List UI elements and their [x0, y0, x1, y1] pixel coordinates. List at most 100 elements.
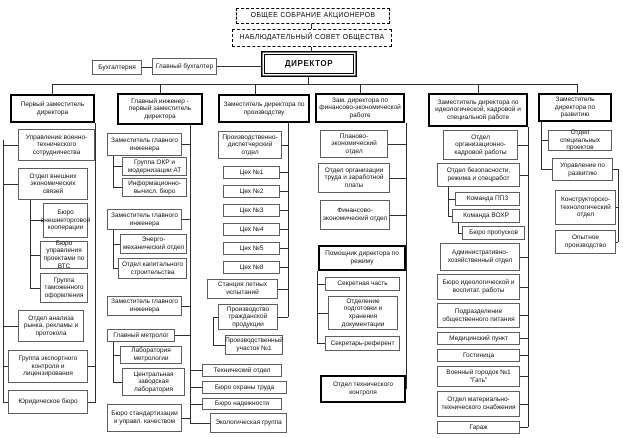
connector-line: [160, 85, 161, 93]
col5-item-garage: Гараж: [437, 421, 520, 434]
connector-line: [113, 166, 122, 167]
connector-line: [541, 122, 542, 169]
box-director: ДИРЕКТОР: [264, 54, 354, 74]
connector-line: [448, 187, 449, 216]
connector-line: [577, 85, 578, 93]
col2-item-deputy-chief-engineer-1: Заместитель главного инженера: [107, 133, 182, 156]
connector-line: [255, 85, 256, 94]
connector-line: [616, 242, 618, 243]
connector-line: [3, 145, 18, 146]
col3-item-shop-5: Цех №5: [223, 242, 280, 255]
connector-line: [280, 229, 288, 230]
col2-item-chief-metrologist: Главный метролог: [107, 329, 175, 342]
connector-line: [88, 366, 95, 367]
col3-item-shop-4: Цех №4: [223, 223, 280, 236]
col5-item-material-supply: Отдел материально-технического снабжения: [437, 391, 520, 417]
col2-item-deputy-chief-engineer-3: Заместитель главного инженера: [107, 296, 182, 316]
col3-item-shop-8: Цех №8: [223, 261, 280, 274]
connector-line: [190, 370, 202, 371]
connector-line: [113, 268, 118, 269]
connector-line: [213, 317, 218, 318]
connector-line: [182, 219, 190, 220]
col4-item-labor-wages: Отдел организации труда и заработной пла…: [318, 163, 390, 193]
col3-item-dispatch-dept: Производственно-диспетчерский отдел: [218, 131, 282, 159]
col3-item-civil-production: Производство гражданской продукции: [218, 304, 278, 330]
connector-line: [30, 220, 43, 221]
connector-line: [213, 317, 214, 345]
regime-item-secretary: Секретарь-референт: [325, 336, 400, 351]
col5-item-ppz-team: Команда ППЗ: [455, 192, 520, 206]
connector-line: [528, 127, 529, 427]
connector-line: [52, 85, 53, 94]
connector-line: [113, 382, 122, 383]
connector-line: [390, 215, 406, 216]
connector-line: [113, 342, 114, 382]
connector-line: [388, 144, 406, 145]
connector-line: [182, 418, 190, 419]
col2-item-metrology-lab: Лаборатория метрологии: [120, 346, 182, 364]
col1-item-legal-bureau: Юридическое бюро: [8, 390, 88, 414]
col1-item-foreign-trade-bureau: Бюро внешнеторговой кооперации: [41, 203, 90, 238]
service-technical-dept: Технический отдел: [202, 364, 282, 377]
connector-line: [278, 289, 288, 290]
connector-line: [3, 326, 18, 327]
col1-item-market-analysis: Отдел анализа рынка, рекламы и протокола: [18, 310, 84, 342]
connector-line: [113, 244, 120, 245]
connector-line: [478, 85, 479, 93]
col1-header: Первый заместитель директора: [10, 94, 95, 123]
connector-line: [190, 125, 191, 423]
connector-line: [616, 207, 618, 208]
box-supervisory-board: НАБЛЮДАТЕЛЬНЫЙ СОВЕТ ОБЩЕСТВА: [232, 29, 392, 47]
col4-item-finance-economic: Финансово-экономический отдел: [320, 200, 390, 230]
col3-item-flight-test-station: Станция летных испытаний: [207, 279, 278, 299]
connector-line: [278, 317, 288, 318]
connector-line: [458, 223, 459, 233]
service-ecology-group: Экологическая группа: [210, 413, 287, 433]
col5-item-medical-point: Медицинский пункт: [437, 332, 520, 345]
col2-item-central-factory-lab: Центральная заводская лаборатория: [122, 368, 185, 396]
service-labor-safety-bureau: Бюро охраны труда: [202, 381, 287, 394]
connector-line: [3, 140, 4, 403]
col5-item-org-personnel: Отдел организационно-кадровой работы: [443, 130, 518, 160]
connector-line: [448, 199, 455, 200]
col3-item-shop-1: Цех №1: [223, 166, 280, 179]
connector-line: [518, 145, 528, 146]
col1-item-vts-projects-bureau: Бюро управления проектами по ВТС: [40, 240, 88, 270]
regime-item-secret-unit: Секретная часть: [325, 277, 400, 291]
connector-line: [520, 427, 528, 428]
col5-item-catering: Подразделение общественного питания: [437, 303, 520, 328]
connector-line: [458, 233, 462, 234]
connector-line: [282, 145, 288, 146]
connector-line: [448, 216, 452, 217]
box-accounting: Бухгалтерия: [92, 60, 142, 75]
col5-item-security-dept: Отдел безопасности, режима и спецработ: [437, 163, 520, 187]
col1-item-export-control: Группа экспортного контроля и лицензиров…: [8, 350, 88, 383]
col6-item-development-dept: Управление по развитию: [552, 158, 613, 181]
col3-item-production-site-1: Производственный участок №1: [225, 335, 283, 355]
connector-line: [520, 315, 528, 316]
col2-item-capital-construction: Отдел капитального строительства: [118, 258, 187, 279]
connector-line: [406, 123, 407, 389]
col1-item-foreign-economic-relations: Отдел внешних экономических связей: [18, 168, 88, 200]
connector-line: [520, 338, 528, 339]
connector-line: [541, 169, 552, 170]
connector-line: [190, 423, 210, 424]
connector-line: [317, 271, 318, 343]
connector-line: [182, 306, 190, 307]
col2-item-deputy-chief-engineer-2: Заместитель главного инженера: [107, 209, 182, 230]
connector-line: [520, 355, 528, 356]
col5-item-pass-bureau: Бюро пропусков: [462, 226, 525, 240]
connector-line: [317, 284, 325, 285]
connector-line: [280, 267, 288, 268]
connector-line: [52, 84, 578, 85]
connector-line: [541, 140, 548, 141]
connector-line: [113, 156, 114, 187]
connector-line: [3, 366, 8, 367]
connector-line: [280, 248, 288, 249]
connector-line: [520, 404, 528, 405]
col6-item-pilot-production: Опытное производство: [555, 230, 616, 254]
technical-control-dept: Отдел технического контроля: [320, 375, 406, 403]
box-general-meeting: ОБЩЕЕ СОБРАНИЕ АКЦИОНЕРОВ: [236, 8, 390, 24]
connector-line: [30, 288, 40, 289]
regime-item-documentation: Отделение подготовки и хранения документ…: [328, 296, 398, 330]
